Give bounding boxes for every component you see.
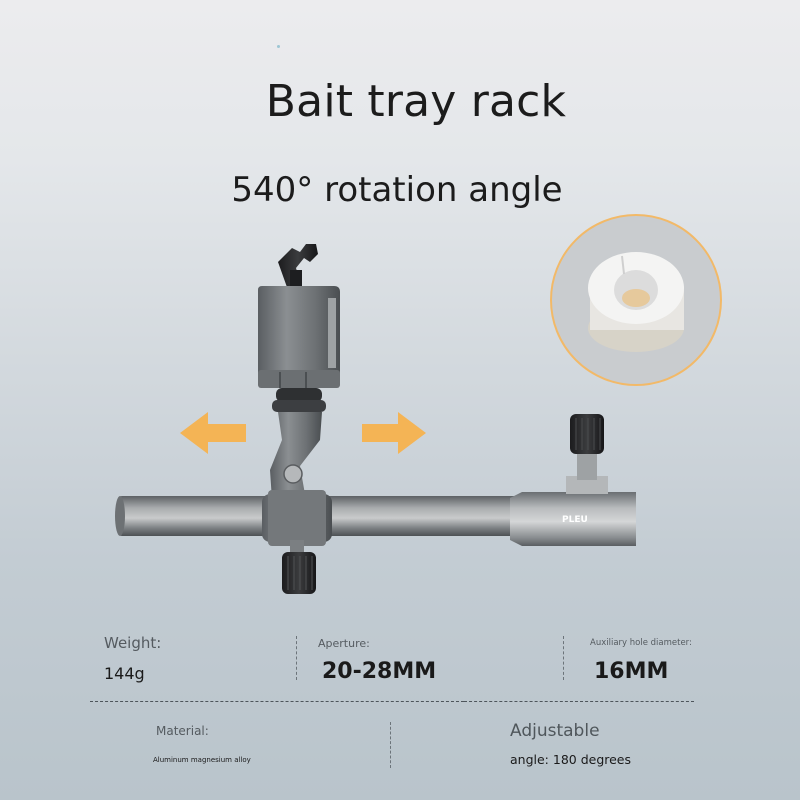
bushing-inset	[550, 214, 722, 386]
end-sleeve: PLEU	[510, 414, 636, 546]
bottom-knob-icon	[282, 540, 316, 594]
aperture-label: Aperture:	[318, 637, 370, 650]
divider	[563, 636, 564, 680]
svg-text:PLEU: PLEU	[562, 515, 588, 525]
weight-value: 144g	[104, 664, 145, 683]
adjustable-label: Adjustable	[510, 721, 600, 741]
tube-clamp	[258, 286, 340, 388]
arrow-left-icon	[180, 412, 246, 454]
divider	[296, 636, 297, 680]
divider	[390, 722, 391, 768]
aux-hole-label: Auxiliary hole diameter:	[590, 638, 692, 648]
wing-nut-icon	[278, 244, 318, 290]
swivel-joint	[270, 388, 326, 500]
page-subtitle: 540° rotation angle	[231, 170, 563, 210]
decorative-dot	[277, 45, 280, 48]
page-title: Bait tray rack	[265, 76, 567, 127]
rod-collar	[262, 490, 332, 546]
product-image: PLEU	[115, 244, 636, 594]
weight-label: Weight:	[104, 634, 162, 652]
arrow-right-icon	[362, 412, 426, 454]
horizontal-divider	[90, 701, 464, 702]
bushing-icon	[588, 252, 684, 352]
material-value: Aluminum magnesium alloy	[153, 756, 251, 764]
aperture-value: 20-28MM	[322, 659, 437, 684]
material-label: Material:	[156, 724, 209, 738]
aux-hole-value: 16MM	[594, 659, 669, 684]
horizontal-divider	[464, 701, 694, 702]
adjustable-value: angle: 180 degrees	[510, 752, 632, 767]
